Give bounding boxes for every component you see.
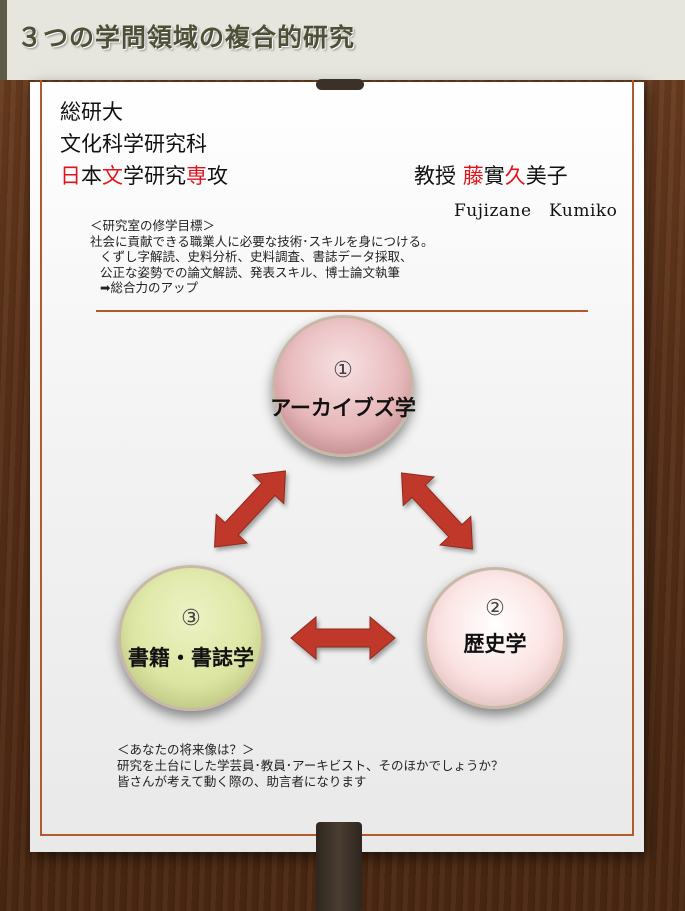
field-circle-archives: ① アーカイブズ学 [270, 315, 416, 457]
future-section: ＜あなたの将来像は？＞ 研究を土台にした学芸員･教員･アーキビスト、そのほかでし… [117, 742, 504, 790]
major-part: 専 [186, 164, 207, 188]
future-line: 研究を土台にした学芸員･教員･アーキビスト、そのほかでしょうか？ [117, 758, 504, 773]
major-name: 日本文学研究専攻 [60, 160, 228, 190]
study-goals: ＜研究室の修学目標＞ 社会に貢献できる職業人に必要な技術･スキルを身につける。 … [90, 218, 434, 296]
department-name: 文化科学研究科 [60, 132, 207, 156]
major-part: 日 [60, 164, 81, 188]
field-circle-bibliography: ③ 書籍・書誌学 [118, 565, 264, 711]
page-title: ３つの学問領域の複合的研究 [17, 23, 356, 52]
hanger-top [316, 79, 364, 90]
goals-line: ➡総合力のアップ [100, 280, 198, 295]
future-heading: ＜あなたの将来像は？＞ [117, 742, 255, 757]
hanger-bottom [316, 822, 362, 911]
title-bar: ３つの学問領域の複合的研究 [0, 0, 685, 80]
future-line: 皆さんが考えて動く際の、助言者になります [117, 774, 367, 789]
major-part: 攻 [207, 164, 228, 188]
field-number: ③ [181, 606, 201, 631]
field-label: 歴史学 [463, 632, 527, 656]
field-number: ② [485, 596, 505, 621]
goals-heading: ＜研究室の修学目標＞ [90, 218, 216, 233]
university-name: 総研大 [60, 100, 123, 124]
arrow-archives-history [401, 472, 473, 550]
divider-line [96, 310, 588, 312]
goals-line: 公正な姿勢での論文解読、発表スキル、博士論文執筆 [100, 264, 401, 280]
major-part: 本 [81, 164, 102, 188]
poster-board [30, 82, 644, 852]
major-part: 文 [102, 164, 123, 188]
major-part: 学研究 [123, 164, 186, 188]
professor-roman-name: Fujizane Kumiko [454, 201, 618, 221]
goals-line: 社会に貢献できる職業人に必要な技術･スキルを身につける。 [90, 233, 434, 249]
goals-line: くずし字解読、史料分析、史料調査、書誌データ採取、 [100, 249, 413, 264]
arrow-bibliography-history [290, 615, 396, 661]
professor-title: 教授 [414, 164, 456, 188]
field-label: 書籍・書誌学 [128, 646, 254, 670]
professor: 教授 藤實久美子 [414, 160, 568, 190]
arrow-archives-bibliography [214, 470, 286, 548]
field-label: アーカイブズ学 [270, 396, 416, 420]
field-circle-history: ② 歴史学 [424, 567, 566, 709]
field-number: ① [333, 358, 353, 383]
professor-name: 藤實久美子 [462, 164, 568, 188]
